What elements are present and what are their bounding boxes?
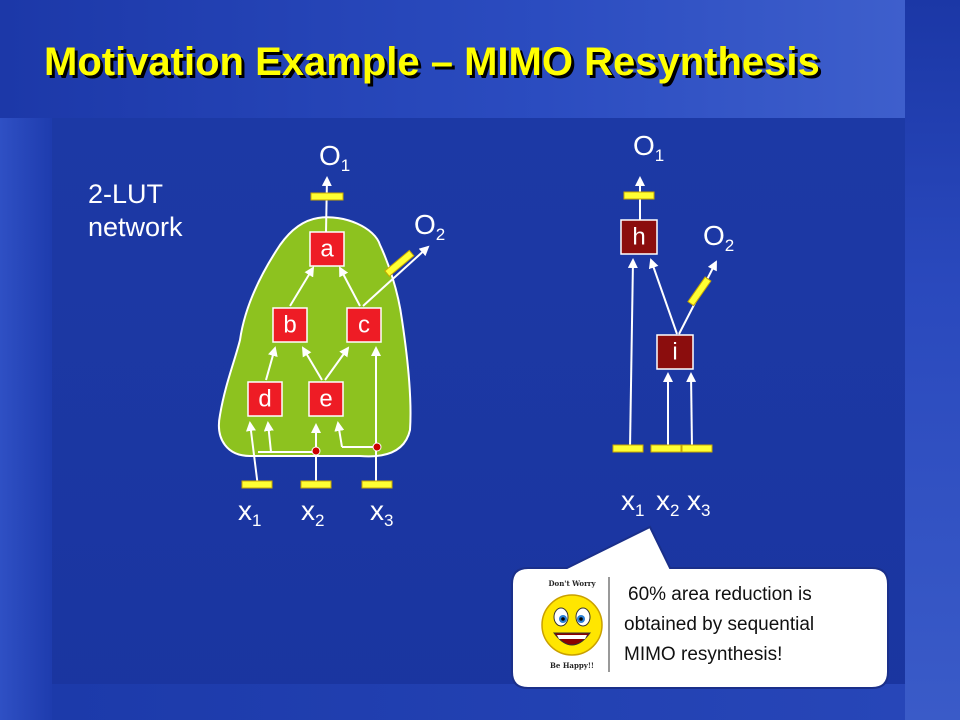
left-input-x2: x2 [301, 495, 324, 530]
mimo-node-h-label: h [632, 224, 645, 251]
cut-marker [241, 480, 273, 489]
lut-node-a [309, 231, 345, 267]
lut-node-c [346, 307, 382, 343]
right-input-x2: x2 [656, 485, 679, 520]
lut-node-c-label: c [358, 312, 370, 339]
lut-label-line2: network [88, 212, 183, 242]
smiley-face-icon [541, 594, 603, 656]
smiley-caption-top: Don't Worry [548, 579, 596, 588]
right-cut-markers [612, 191, 713, 453]
left-output-o1: O1 [319, 140, 350, 175]
right-input-x3: x3 [687, 485, 710, 520]
lut-label-line1: 2-LUT [88, 179, 164, 209]
lut-node-d-label: d [258, 386, 271, 413]
callout-line3: MIMO resynthesis! [624, 644, 783, 665]
cut-marker [384, 249, 415, 278]
cut-marker [681, 444, 713, 453]
left-input-labels: x1 x2 x3 [238, 495, 393, 530]
left-input-x1: x1 [238, 495, 261, 530]
mimo-node-i-label: i [672, 339, 677, 366]
cut-marker [612, 444, 644, 453]
lut-node-e [308, 381, 344, 417]
left-input-x3: x3 [370, 495, 393, 530]
right-edges [627, 176, 717, 449]
cut-marker [300, 480, 332, 489]
top-band [0, 0, 905, 118]
cut-marker [623, 191, 655, 200]
right-input-labels: x1 x2 x3 [621, 485, 710, 520]
left-cut-markers [241, 192, 415, 489]
callout-text: 60% area reduction is obtained by sequen… [624, 580, 874, 670]
lut-node-a-label: a [320, 236, 334, 263]
lut-node-d [247, 381, 283, 417]
right-input-x1: x1 [621, 485, 644, 520]
smiley-caption-bottom: Be Happy!! [550, 661, 594, 670]
cut-marker [687, 276, 712, 307]
lut-node-e-label: e [319, 386, 332, 413]
left-nodes: a b c d e [247, 231, 382, 417]
right-nodes: h i [620, 219, 694, 370]
cut-marker [361, 480, 393, 489]
right-output-o2: O2 [703, 220, 734, 255]
left-edges [246, 176, 430, 488]
fanout-dots [311, 442, 382, 456]
mimo-node-h [620, 219, 658, 255]
mimo-node-i [656, 334, 694, 370]
cut-marker [310, 192, 344, 201]
cut-marker [650, 444, 682, 453]
lut-network-label: 2-LUT network [88, 178, 183, 244]
right-band [905, 0, 960, 720]
fanout-dot-x3 [372, 442, 382, 452]
slide-title: Motivation Example – MIMO Resynthesis [44, 40, 820, 84]
fanout-dot-x2 [311, 446, 321, 456]
right-output-o1: O1 [633, 130, 664, 165]
right-output-labels: O1 O2 [633, 130, 734, 255]
callout-line1: 60% area reduction is [628, 584, 812, 605]
lut-node-b [272, 307, 308, 343]
left-output-labels: O1 O2 [319, 140, 445, 244]
smiley-image: Don't Worry Be Happy!! [536, 577, 610, 672]
left-output-o2: O2 [414, 209, 445, 244]
callout-line2: obtained by sequential [624, 614, 815, 635]
left-band [0, 118, 52, 720]
bottom-band [52, 684, 905, 720]
lut-node-b-label: b [283, 312, 296, 339]
